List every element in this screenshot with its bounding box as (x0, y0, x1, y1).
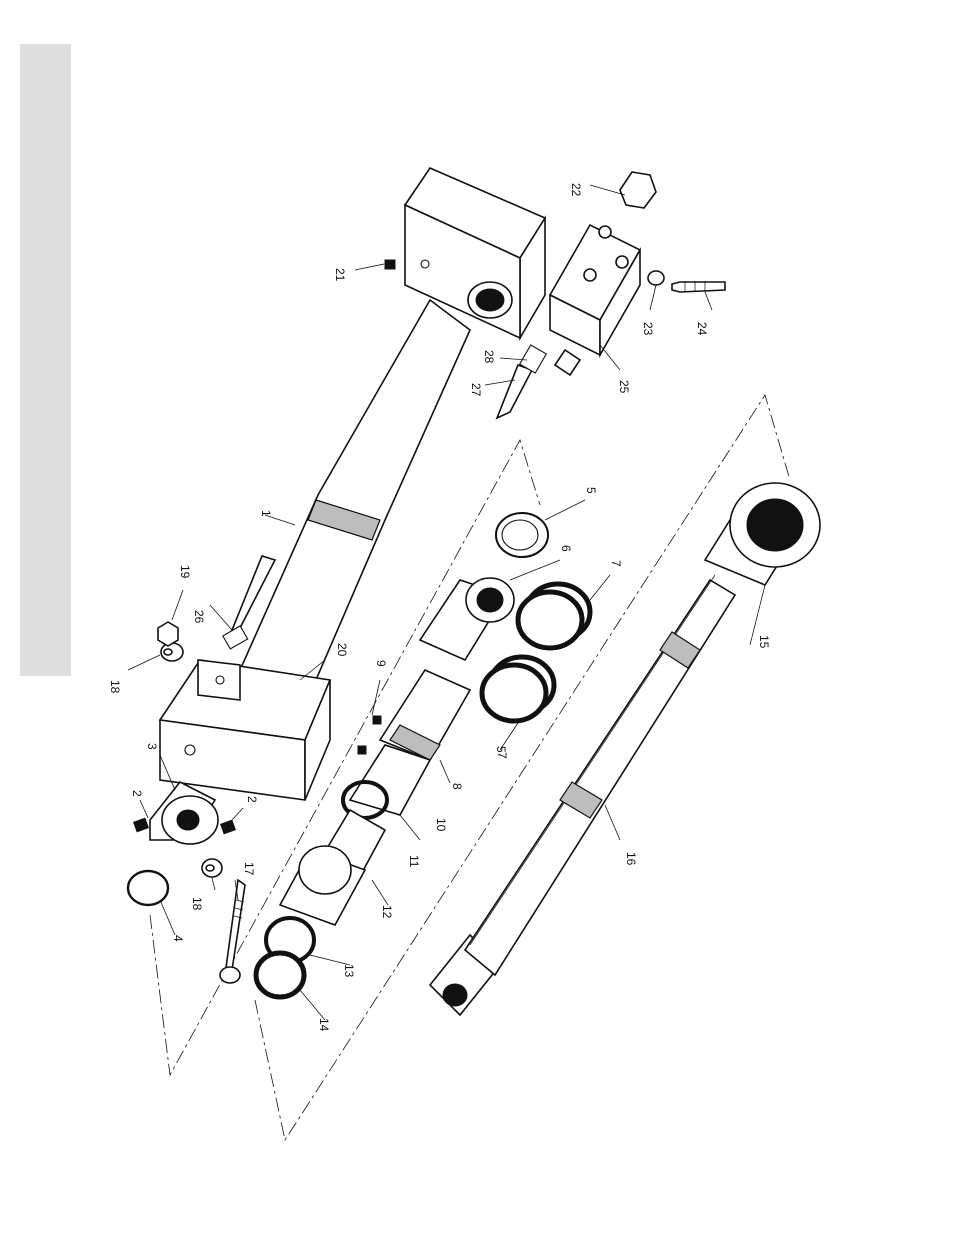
callout-18a: 18 (108, 680, 122, 694)
callout-8: 8 (450, 783, 464, 790)
callout-3: 3 (145, 743, 159, 750)
valve-block (550, 225, 640, 375)
callout-16: 16 (624, 852, 638, 866)
callout-25: 25 (617, 380, 631, 394)
callout-26: 26 (192, 610, 206, 624)
tie-bolt (220, 880, 245, 983)
callout-12: 12 (380, 905, 394, 919)
callout-24: 24 (695, 322, 709, 336)
callout-22: 22 (569, 183, 583, 197)
callout-11: 11 (407, 855, 421, 868)
callout-7a: 7 (609, 560, 623, 567)
callout-2b: 2 (245, 796, 259, 803)
callout-1: 1 (259, 510, 273, 517)
valve-washer-bolt (648, 271, 725, 292)
callout-20: 20 (335, 643, 349, 657)
callout-9: 9 (374, 660, 388, 667)
callout-10: 10 (434, 818, 448, 832)
cylinder-barrel (220, 168, 545, 740)
callout-6: 6 (559, 545, 573, 552)
piston-rod (430, 483, 820, 1015)
callout-14: 14 (317, 1018, 331, 1032)
callout-5a: 5 (584, 487, 598, 494)
callout-2a: 2 (130, 790, 144, 797)
callout-13: 13 (342, 964, 356, 978)
callout-23: 23 (641, 322, 655, 336)
callout-18b: 18 (190, 897, 204, 911)
callout-7b: 7 (495, 752, 509, 759)
callout-21: 21 (333, 268, 347, 282)
callout-17: 17 (242, 862, 256, 876)
callout-27: 27 (469, 383, 483, 397)
callout-15: 15 (757, 635, 771, 649)
callout-19: 19 (178, 565, 192, 579)
valve-plug (620, 172, 656, 208)
gland-nut (128, 782, 235, 905)
callout-4: 4 (171, 935, 185, 942)
mounting-bracket (160, 660, 330, 800)
callout-28: 28 (482, 350, 496, 364)
grease-fitting (385, 260, 395, 269)
